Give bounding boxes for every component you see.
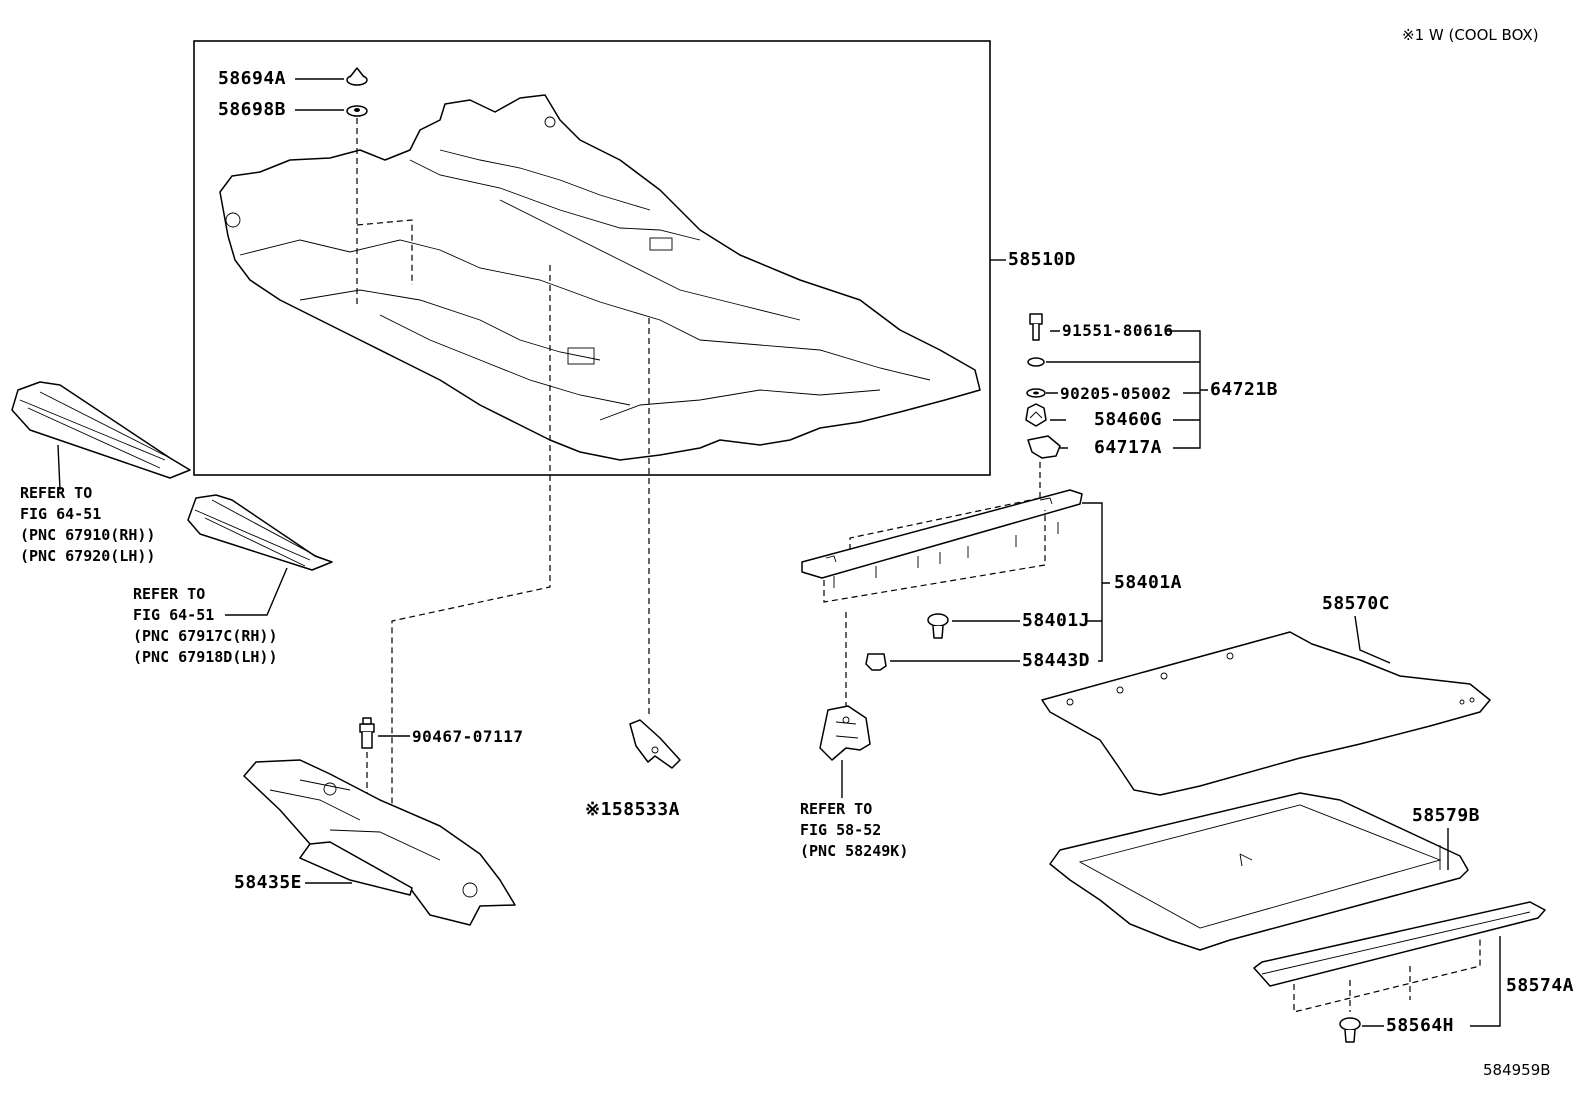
callout-90467-07117[interactable]: 90467-07117 — [412, 727, 524, 746]
insulator-58435E — [243, 759, 516, 926]
callout-58401A[interactable]: 58401A — [1114, 572, 1183, 593]
washer-58698B — [346, 105, 368, 117]
reference-fig-58-52: REFER TO FIG 58-52 (PNC 58249K) — [800, 799, 908, 862]
clip-58443D — [865, 653, 887, 671]
cool-box-note: ※1 W (COOL BOX) — [1402, 26, 1539, 44]
callout-58460G[interactable]: 58460G — [1094, 409, 1163, 430]
callout-58698B[interactable]: 58698B — [218, 99, 287, 120]
callout-58401J[interactable]: 58401J — [1022, 610, 1091, 631]
callout-58570C[interactable]: 58570C — [1322, 593, 1391, 614]
clip-58401J — [927, 613, 949, 639]
reference-line: FIG 64-51 — [20, 505, 102, 523]
rail-studs — [833, 522, 1059, 588]
trim-58574A — [1253, 901, 1546, 987]
bracket-64717A — [1027, 435, 1061, 459]
callout-58574A[interactable]: 58574A — [1506, 975, 1575, 996]
tray-58579B — [1049, 792, 1469, 951]
reference-fig-64-51-b: REFER TO FIG 64-51 (PNC 67917C(RH)) (PNC… — [133, 584, 278, 668]
callout-58579B[interactable]: 58579B — [1412, 805, 1481, 826]
grommet-58460G — [1025, 403, 1047, 427]
reference-line: (PNC 67917C(RH)) — [133, 627, 278, 645]
reference-line: (PNC 67910(RH)) — [20, 526, 156, 544]
figure-id: 584959B — [1483, 1061, 1551, 1079]
washer-90205 — [1026, 388, 1046, 398]
scuff-plate-front — [11, 381, 191, 479]
mat-58570C — [1041, 631, 1491, 796]
clip-58694A — [346, 67, 368, 86]
reference-line: FIG 64-51 — [133, 606, 215, 624]
scuff-plate-rear — [187, 494, 333, 571]
reference-line: (PNC 67918D(LH)) — [133, 648, 278, 666]
reference-line: (PNC 67920(LH)) — [20, 547, 156, 565]
callout-91551-80616[interactable]: 91551-80616 — [1062, 321, 1174, 340]
reference-line: REFER TO — [133, 585, 206, 603]
reference-line: FIG 58-52 — [800, 821, 882, 839]
clip-58564H — [1339, 1017, 1361, 1043]
reference-line: REFER TO — [20, 484, 93, 502]
washer-64721 — [1027, 357, 1045, 367]
reference-line: (PNC 58249K) — [800, 842, 909, 860]
callout-58564H[interactable]: 58564H — [1386, 1015, 1455, 1036]
callout-58533A[interactable]: ※158533A — [585, 799, 680, 820]
callout-58435E[interactable]: 58435E — [234, 872, 303, 893]
reference-fig-64-51-a: REFER TO FIG 64-51 (PNC 67910(RH)) (PNC … — [20, 483, 155, 567]
bracket-58533A — [629, 719, 681, 769]
carpet-assembly-frame — [193, 40, 991, 476]
callout-58510D[interactable]: 58510D — [1008, 249, 1077, 270]
callout-64717A[interactable]: 64717A — [1094, 437, 1163, 458]
callout-64721B[interactable]: 64721B — [1210, 379, 1279, 400]
callout-58443D[interactable]: 58443D — [1022, 650, 1091, 671]
callout-58694A[interactable]: 58694A — [218, 68, 287, 89]
callout-90205-05002[interactable]: 90205-05002 — [1060, 384, 1172, 403]
reference-line: REFER TO — [800, 800, 873, 818]
bolt-91551 — [1029, 313, 1043, 341]
bracket-58249K — [819, 705, 871, 761]
floor-carpet-drawing — [219, 94, 981, 461]
clip-90467 — [359, 717, 375, 749]
rail-58401A — [801, 489, 1083, 603]
